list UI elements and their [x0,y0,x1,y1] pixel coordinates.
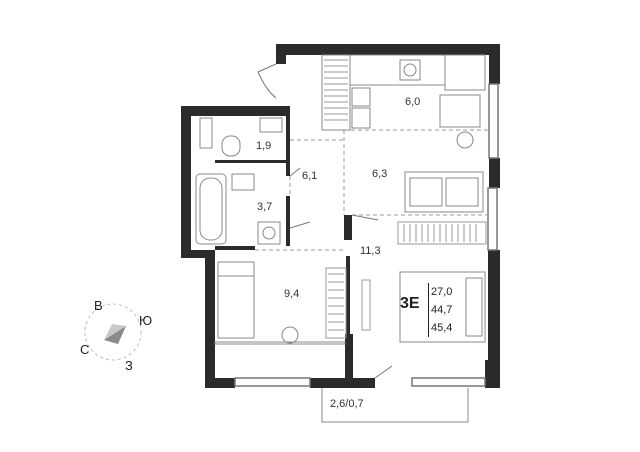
kitchen-hatch [324,59,348,121]
apartment-areas: 27,0 44,7 45,4 [428,283,461,337]
kitchen-counter [321,54,486,149]
compass-east-label: В [94,298,103,313]
compass-north-label: С [80,342,90,357]
wardrobe-hall [325,267,371,339]
interior-walls [215,106,352,334]
room-area-bedroom: 9,4 [284,288,300,300]
bathtub-icon [195,173,281,245]
area-living: 27,0 [431,286,453,298]
room-area-living: 11,3 [360,245,381,257]
toilet-icon [199,117,283,157]
single-bed-icon [214,261,346,345]
room-area-kitchen: 6,0 [405,96,421,108]
room-area-hall: 6,1 [302,170,318,182]
area-total-with-balcony: 45,4 [431,322,453,334]
balcony [321,388,469,423]
area-total: 44,7 [431,304,453,316]
compass-icon [84,303,142,361]
room-area-balcony: 2,6/0,7 [330,398,364,410]
sofa-icon [404,171,484,213]
compass-west-label: З [125,358,133,373]
zone-lines [255,129,489,251]
doors [257,63,393,379]
windows [234,83,499,387]
outer-walls [181,44,500,388]
apartment-type-code: 3E [400,295,420,312]
apartment-type-box: 3E 27,0 44,7 45,4 [398,283,462,337]
bed-icon [399,271,486,343]
compass-south-label: Ю [139,313,153,328]
room-area-bath: 3,7 [257,201,273,213]
room-area-wc: 1,9 [256,140,272,152]
wardrobe-living [397,221,487,245]
room-area-dining: 6,3 [372,168,388,180]
